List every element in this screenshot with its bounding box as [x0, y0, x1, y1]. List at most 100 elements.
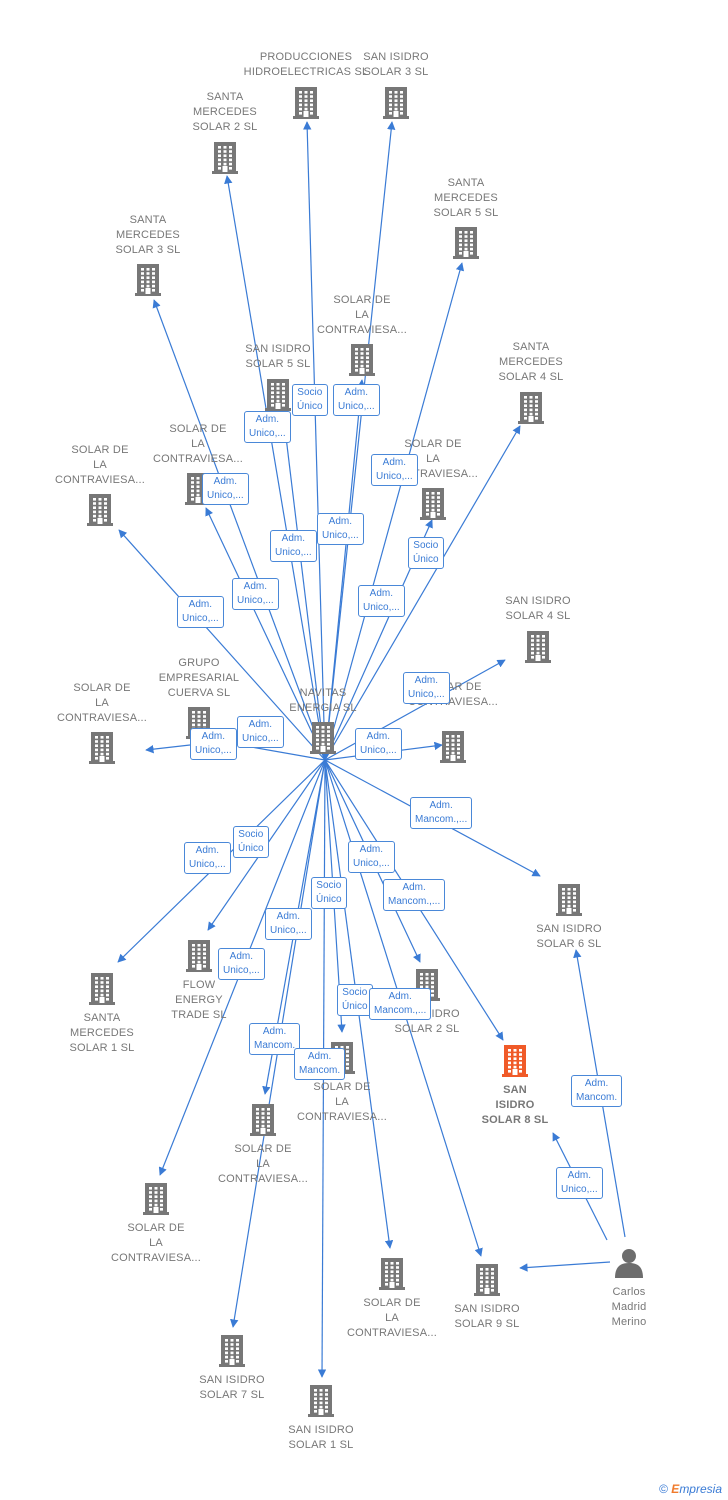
building-icon-wrap: [396, 225, 536, 259]
edge-role-label[interactable]: Adm. Mancom.,...: [369, 988, 432, 1020]
edge-role-label[interactable]: Adm. Unico,...: [317, 513, 364, 545]
person-icon-wrap: [559, 1248, 699, 1278]
edge-role-label[interactable]: Adm. Unico,...: [556, 1167, 603, 1199]
building-icon: [310, 722, 336, 754]
edge-role-label[interactable]: Adm. Unico,...: [218, 948, 265, 980]
building-icon: [453, 227, 479, 259]
edge-role-label[interactable]: Adm. Unico,...: [202, 473, 249, 505]
edge-role-label[interactable]: Adm. Unico,...: [270, 530, 317, 562]
node-label: SANTA MERCEDES SOLAR 2 SL: [192, 91, 258, 133]
edge-role-label[interactable]: Adm. Mancom.: [294, 1048, 346, 1080]
building-icon: [440, 731, 466, 763]
edge-role-label[interactable]: Adm. Unico,...: [403, 672, 450, 704]
company-node-solar_contraviesa_j[interactable]: SOLAR DE LA CONTRAVIESA...: [322, 1256, 462, 1341]
edge-role-label[interactable]: Adm. Unico,...: [184, 842, 231, 874]
company-node-flow_energy[interactable]: FLOW ENERGY TRADE SL: [129, 938, 269, 1023]
company-node-solar_contraviesa_h[interactable]: SOLAR DE LA CONTRAVIESA...: [193, 1102, 333, 1187]
building-icon-wrap: [326, 85, 466, 119]
building-icon-wrap: [499, 882, 639, 916]
edge-role-label[interactable]: Adm. Mancom.: [571, 1075, 623, 1107]
edge-role-label[interactable]: Socio Único: [408, 537, 444, 569]
building-icon-wrap: [445, 1043, 585, 1077]
building-icon-wrap: [208, 377, 348, 411]
company-node-santa_mercedes_4[interactable]: SANTA MERCEDES SOLAR 4 SL: [461, 340, 601, 424]
building-icon-wrap: [363, 486, 503, 520]
edge-line: [324, 379, 366, 761]
building-icon-wrap: [383, 729, 523, 763]
building-icon-wrap: [193, 1102, 333, 1136]
edge-role-label[interactable]: Adm. Mancom.,...: [410, 797, 473, 829]
empresia-footer[interactable]: © Empresia: [659, 1482, 722, 1496]
company-node-solar_contraviesa_d[interactable]: SOLAR DE LA CONTRAVIESA...: [30, 443, 170, 526]
company-node-santa_mercedes_1[interactable]: SANTA MERCEDES SOLAR 1 SL: [32, 971, 172, 1056]
company-node-solar_contraviesa_e[interactable]: SOLAR DE LA CONTRAVIESA...: [32, 681, 172, 764]
edge-role-label[interactable]: Socio Único: [311, 877, 347, 909]
node-label: SOLAR DE LA CONTRAVIESA...: [297, 1081, 387, 1123]
edge-line: [224, 175, 326, 761]
node-label: FLOW ENERGY TRADE SL: [171, 979, 227, 1021]
company-node-san_isidro_7[interactable]: SAN ISIDRO SOLAR 7 SL: [162, 1333, 302, 1403]
edge-role-label[interactable]: Adm. Unico,...: [190, 728, 237, 760]
building-icon-wrap: [78, 262, 218, 296]
edge-line: [205, 507, 326, 761]
company-node-solar_contraviesa_a[interactable]: SOLAR DE LA CONTRAVIESA...: [292, 293, 432, 376]
company-node-santa_mercedes_5[interactable]: SANTA MERCEDES SOLAR 5 SL: [396, 176, 536, 259]
building-icon: [219, 1335, 245, 1367]
company-node-san_isidro_8[interactable]: SAN ISIDRO SOLAR 8 SL: [445, 1043, 585, 1128]
copyright-symbol: ©: [659, 1482, 668, 1496]
edge-role-label[interactable]: Adm. Unico,...: [177, 596, 224, 628]
company-node-navitas[interactable]: NAVITAS ENERGIA SL: [253, 686, 393, 754]
company-node-san_isidro_3[interactable]: SAN ISIDRO SOLAR 3 SL: [326, 50, 466, 119]
building-icon: [349, 344, 375, 376]
building-icon: [212, 142, 238, 174]
building-icon: [383, 87, 409, 119]
building-icon: [420, 488, 446, 520]
edge-line: [145, 744, 191, 754]
node-label: SAN ISIDRO SOLAR 5 SL: [245, 343, 311, 370]
node-label: SAN ISIDRO SOLAR 1 SL: [288, 1424, 354, 1451]
edge-role-label[interactable]: Adm. Unico,...: [355, 728, 402, 760]
node-label: SAN ISIDRO SOLAR 6 SL: [536, 923, 602, 950]
company-node-san_isidro_6[interactable]: SAN ISIDRO SOLAR 6 SL: [499, 882, 639, 952]
building-icon: [250, 1104, 276, 1136]
edge-role-label[interactable]: Adm. Unico,...: [333, 384, 380, 416]
empresia-logo-text: mpresia: [679, 1482, 722, 1496]
building-icon-wrap: [322, 1256, 462, 1290]
node-label: NAVITAS ENERGIA SL: [289, 687, 357, 714]
company-node-solar_contraviesa_i[interactable]: SOLAR DE LA CONTRAVIESA...: [86, 1181, 226, 1266]
edge-line: [324, 262, 465, 761]
edge-role-label[interactable]: Adm. Unico,...: [237, 716, 284, 748]
node-label: SANTA MERCEDES SOLAR 5 SL: [433, 177, 499, 219]
company-node-san_isidro_5[interactable]: SAN ISIDRO SOLAR 5 SL: [208, 342, 348, 411]
building-icon: [293, 87, 319, 119]
edge-role-label[interactable]: Adm. Unico,...: [348, 841, 395, 873]
node-label: SAN ISIDRO SOLAR 3 SL: [363, 51, 429, 78]
node-label: GRUPO EMPRESARIAL CUERVA SL: [158, 657, 240, 699]
edge-role-label[interactable]: Adm. Mancom.,...: [383, 879, 446, 911]
edge-line: [279, 411, 326, 761]
edge-role-label[interactable]: Socio Único: [233, 826, 269, 858]
company-node-san_isidro_4[interactable]: SAN ISIDRO SOLAR 4 SL: [468, 594, 608, 663]
company-node-solar_contraviesa_b[interactable]: SOLAR DE LA CONTRAVIESA...: [128, 422, 268, 505]
company-node-san_isidro_9[interactable]: SAN ISIDRO SOLAR 9 SL: [417, 1262, 557, 1332]
edge-role-label[interactable]: Adm. Unico,...: [244, 411, 291, 443]
edge-role-label[interactable]: Socio Único: [292, 384, 328, 416]
building-icon-wrap: [253, 720, 393, 754]
company-node-producciones[interactable]: PRODUCCIONES HIDROELECTRICAS SL: [236, 50, 376, 119]
edge-role-label[interactable]: Adm. Unico,...: [371, 454, 418, 486]
person-node-carlos[interactable]: Carlos Madrid Merino: [559, 1248, 699, 1330]
edge-role-label[interactable]: Adm. Mancom.: [249, 1023, 301, 1055]
edge-role-label[interactable]: Adm. Unico,...: [358, 585, 405, 617]
person-icon: [615, 1249, 643, 1278]
edge-line: [152, 299, 326, 761]
edge-role-label[interactable]: Socio Único: [337, 984, 373, 1016]
building-icon: [474, 1264, 500, 1296]
company-node-santa_mercedes_2[interactable]: SANTA MERCEDES SOLAR 2 SL: [155, 90, 295, 174]
company-node-santa_mercedes_3[interactable]: SANTA MERCEDES SOLAR 3 SL: [78, 213, 218, 296]
node-label: SANTA MERCEDES SOLAR 3 SL: [115, 214, 181, 256]
edge-role-label[interactable]: Adm. Unico,...: [265, 908, 312, 940]
building-icon: [135, 264, 161, 296]
company-node-san_isidro_1[interactable]: SAN ISIDRO SOLAR 1 SL: [251, 1383, 391, 1453]
edge-role-label[interactable]: Adm. Unico,...: [232, 578, 279, 610]
building-icon-wrap: [461, 390, 601, 424]
